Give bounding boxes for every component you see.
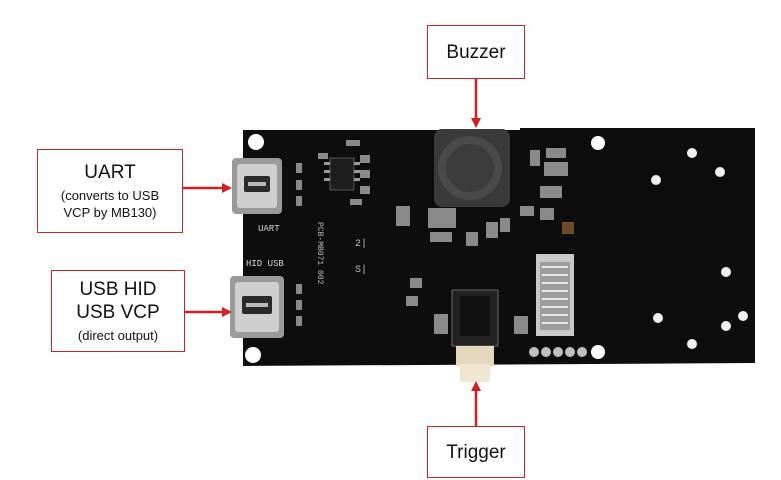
uart-label-title: UART xyxy=(84,162,136,183)
via-hole xyxy=(651,175,661,185)
board-id-silkscreen: PCB-MB071 002 xyxy=(315,222,324,285)
usb-label: USB HID USB VCP (direct output) xyxy=(51,270,185,352)
uart-label-sub2: VCP by MB130) xyxy=(63,205,157,220)
via-hole xyxy=(738,311,748,321)
buzzer-label: Buzzer xyxy=(427,25,525,79)
via-hole xyxy=(687,148,697,158)
via-hole xyxy=(715,167,725,177)
usb-connector xyxy=(230,276,284,338)
mounting-hole xyxy=(591,136,605,150)
trigger-label: Trigger xyxy=(427,426,525,478)
usb-label-title2: USB VCP xyxy=(76,302,160,323)
hid-usb-silkscreen: HID USB xyxy=(246,259,284,269)
buzzer-component xyxy=(434,129,510,207)
uart-connector xyxy=(232,158,282,214)
buzzer-label-text: Buzzer xyxy=(446,41,506,63)
trigger-label-text: Trigger xyxy=(446,441,506,463)
via-hole xyxy=(653,313,663,323)
trigger-switch xyxy=(451,289,499,382)
usb-label-sub: (direct output) xyxy=(77,328,159,343)
capacitor xyxy=(562,222,574,234)
ffc-connector xyxy=(536,254,574,336)
via-hole xyxy=(721,321,731,331)
uart-label: UART (converts to USB VCP by MB130) xyxy=(37,149,183,233)
silkscreen-mark: S| xyxy=(355,264,367,276)
mounting-hole xyxy=(591,345,605,359)
silkscreen-mark: 2| xyxy=(355,238,367,250)
via-hole xyxy=(721,267,731,277)
header-pins xyxy=(529,347,587,357)
smd-components xyxy=(296,140,370,326)
uart-label-sub1: (converts to USB xyxy=(60,188,160,203)
usb-label-title1: USB HID xyxy=(79,279,157,300)
uart-silkscreen: UART xyxy=(258,224,280,234)
via-hole xyxy=(687,339,697,349)
mounting-hole xyxy=(248,134,264,150)
pcb-board: UART HID USB PCB-MB071 002 2| S| xyxy=(230,128,755,382)
ic-chip xyxy=(329,157,355,191)
smd-components xyxy=(396,148,568,334)
mounting-hole xyxy=(245,347,261,363)
